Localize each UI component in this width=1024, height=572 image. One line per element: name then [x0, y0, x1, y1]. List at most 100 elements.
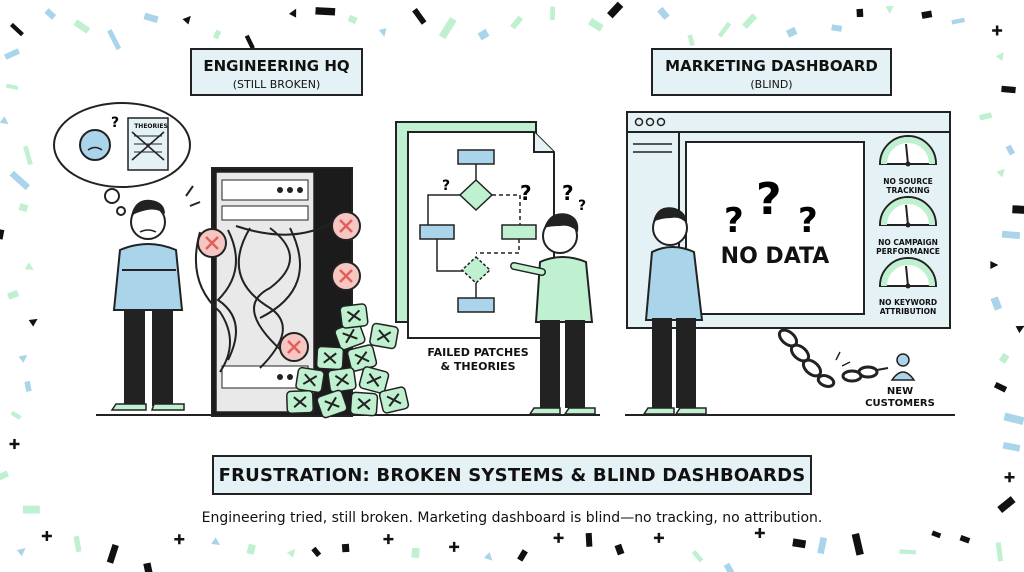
engineer-pointing-figure: ? ?: [510, 181, 596, 415]
confetti-piece: [1001, 85, 1016, 94]
confetti-piece: [792, 538, 807, 549]
confetti-piece: [998, 352, 1010, 364]
engineering-hq-label: ENGINEERING HQ (STILL BROKEN): [190, 48, 363, 96]
failed-patch-tile: [358, 366, 390, 394]
confetti-piece: [10, 410, 22, 420]
summary-caption: Engineering tried, still broken. Marketi…: [201, 510, 823, 526]
failed-patch-tile: [339, 303, 369, 329]
confetti-piece: [1012, 205, 1024, 214]
failed-patch-tile: [349, 391, 379, 417]
marketing-dashboard-label: MARKETING DASHBOARD (BLIND): [651, 48, 892, 96]
confetti-piece: [383, 534, 394, 545]
failed-patch-tile: [295, 366, 325, 394]
confetti-piece: [921, 10, 933, 19]
marketing-subtitle: (BLIND): [750, 78, 793, 91]
confetti-piece: [1003, 412, 1024, 425]
svg-text:?: ?: [520, 181, 532, 205]
confetti-piece: [483, 552, 493, 561]
confetti-piece: [831, 24, 843, 32]
confetti-piece: [174, 534, 185, 545]
svg-text:?: ?: [756, 174, 782, 225]
failed-patch-tile: [316, 389, 348, 419]
confetti-piece: [1004, 472, 1015, 483]
confetti-piece: [246, 543, 256, 555]
confetti-piece: [653, 532, 664, 543]
confetti-piece: [1001, 230, 1021, 240]
confetti-piece: [0, 116, 9, 125]
confetti-piece: [517, 549, 528, 562]
confetti-piece: [992, 25, 1003, 36]
confetti-piece: [311, 546, 322, 558]
confetti-piece: [996, 168, 1005, 178]
confetti-piece: [438, 16, 457, 40]
confetti-piece: [73, 535, 82, 553]
confetti-piece: [742, 13, 758, 29]
gauge-caption-campaign: NO CAMPAIGN PERFORMANCE: [876, 238, 940, 256]
confetti-piece: [211, 537, 221, 546]
failed-patches-pile: [286, 303, 410, 419]
confetti-piece: [553, 532, 564, 543]
svg-text:?: ?: [442, 178, 450, 194]
confetti-piece: [691, 550, 704, 563]
confetti-piece: [182, 15, 191, 25]
confetti-piece: [7, 289, 20, 300]
confetti-piece: [993, 381, 1008, 393]
confetti-piece: [9, 170, 31, 191]
worried-face-icon: [79, 129, 111, 161]
confetti-piece: [587, 17, 604, 32]
svg-text:?: ?: [562, 181, 574, 205]
confetti-piece: [931, 530, 942, 539]
failed-patch-tile: [327, 367, 357, 393]
frustrated-engineer-figure: [110, 185, 201, 411]
failed-patch-tile: [286, 389, 314, 415]
confetti-piece: [997, 496, 1016, 514]
broken-chain: [777, 328, 889, 388]
confetti-piece: [614, 543, 625, 556]
confetti-piece: [5, 83, 19, 91]
confetti-piece: [73, 19, 91, 34]
confetti-piece: [9, 22, 24, 37]
failed-patch-tile: [315, 345, 345, 371]
confetti-piece: [411, 547, 420, 559]
confetti-piece: [23, 145, 33, 166]
banner-text: FRUSTRATION: BROKEN SYSTEMS & BLIND DASH…: [218, 465, 806, 486]
thought-bubble: ?: [53, 102, 191, 216]
svg-text:?: ?: [578, 198, 586, 214]
new-customers-caption: NEW CUSTOMERS: [865, 386, 935, 409]
confetti-piece: [288, 8, 297, 18]
confetti-piece: [786, 26, 798, 38]
frustration-banner: FRUSTRATION: BROKEN SYSTEMS & BLIND DASH…: [212, 455, 812, 495]
confetti-piece: [22, 505, 40, 514]
gauge-caption-source: NO SOURCE TRACKING: [883, 177, 933, 195]
engineering-subtitle: (STILL BROKEN): [232, 78, 321, 91]
marketing-title: MARKETING DASHBOARD: [665, 57, 878, 75]
confetti-piece: [687, 34, 695, 47]
confetti-piece: [244, 34, 255, 50]
confetti-piece: [477, 28, 490, 41]
confetti-piece: [315, 7, 336, 16]
confetti-piece: [28, 318, 38, 327]
gauge-caption-keyword: NO KEYWORD ATTRIBUTION: [878, 298, 938, 316]
failed-patches-text: FAILED PATCHES & THEORIES: [427, 346, 529, 373]
svg-text:?: ?: [798, 201, 818, 241]
confetti-piece: [143, 12, 159, 23]
confetti-piece: [16, 548, 26, 557]
confetti-piece: [1015, 325, 1024, 334]
confetti-piece: [851, 533, 864, 556]
confetti-piece: [899, 549, 917, 555]
confetti-piece: [754, 527, 765, 538]
confetti-piece: [449, 541, 460, 552]
failed-patches-caption: FAILED PATCHES & THEORIES: [418, 346, 538, 374]
confetti-piece: [4, 48, 20, 60]
confetti-piece: [510, 15, 524, 30]
confetti-piece: [607, 1, 624, 19]
confetti-piece: [412, 8, 427, 25]
confetti-piece: [885, 6, 894, 15]
confetti-piece: [0, 470, 10, 484]
gauge-icon: [878, 135, 938, 167]
confetti-piece: [995, 52, 1004, 61]
confetti-piece: [286, 549, 296, 558]
no-data-text: NO DATA: [720, 244, 830, 269]
confetti-piece: [9, 439, 20, 450]
